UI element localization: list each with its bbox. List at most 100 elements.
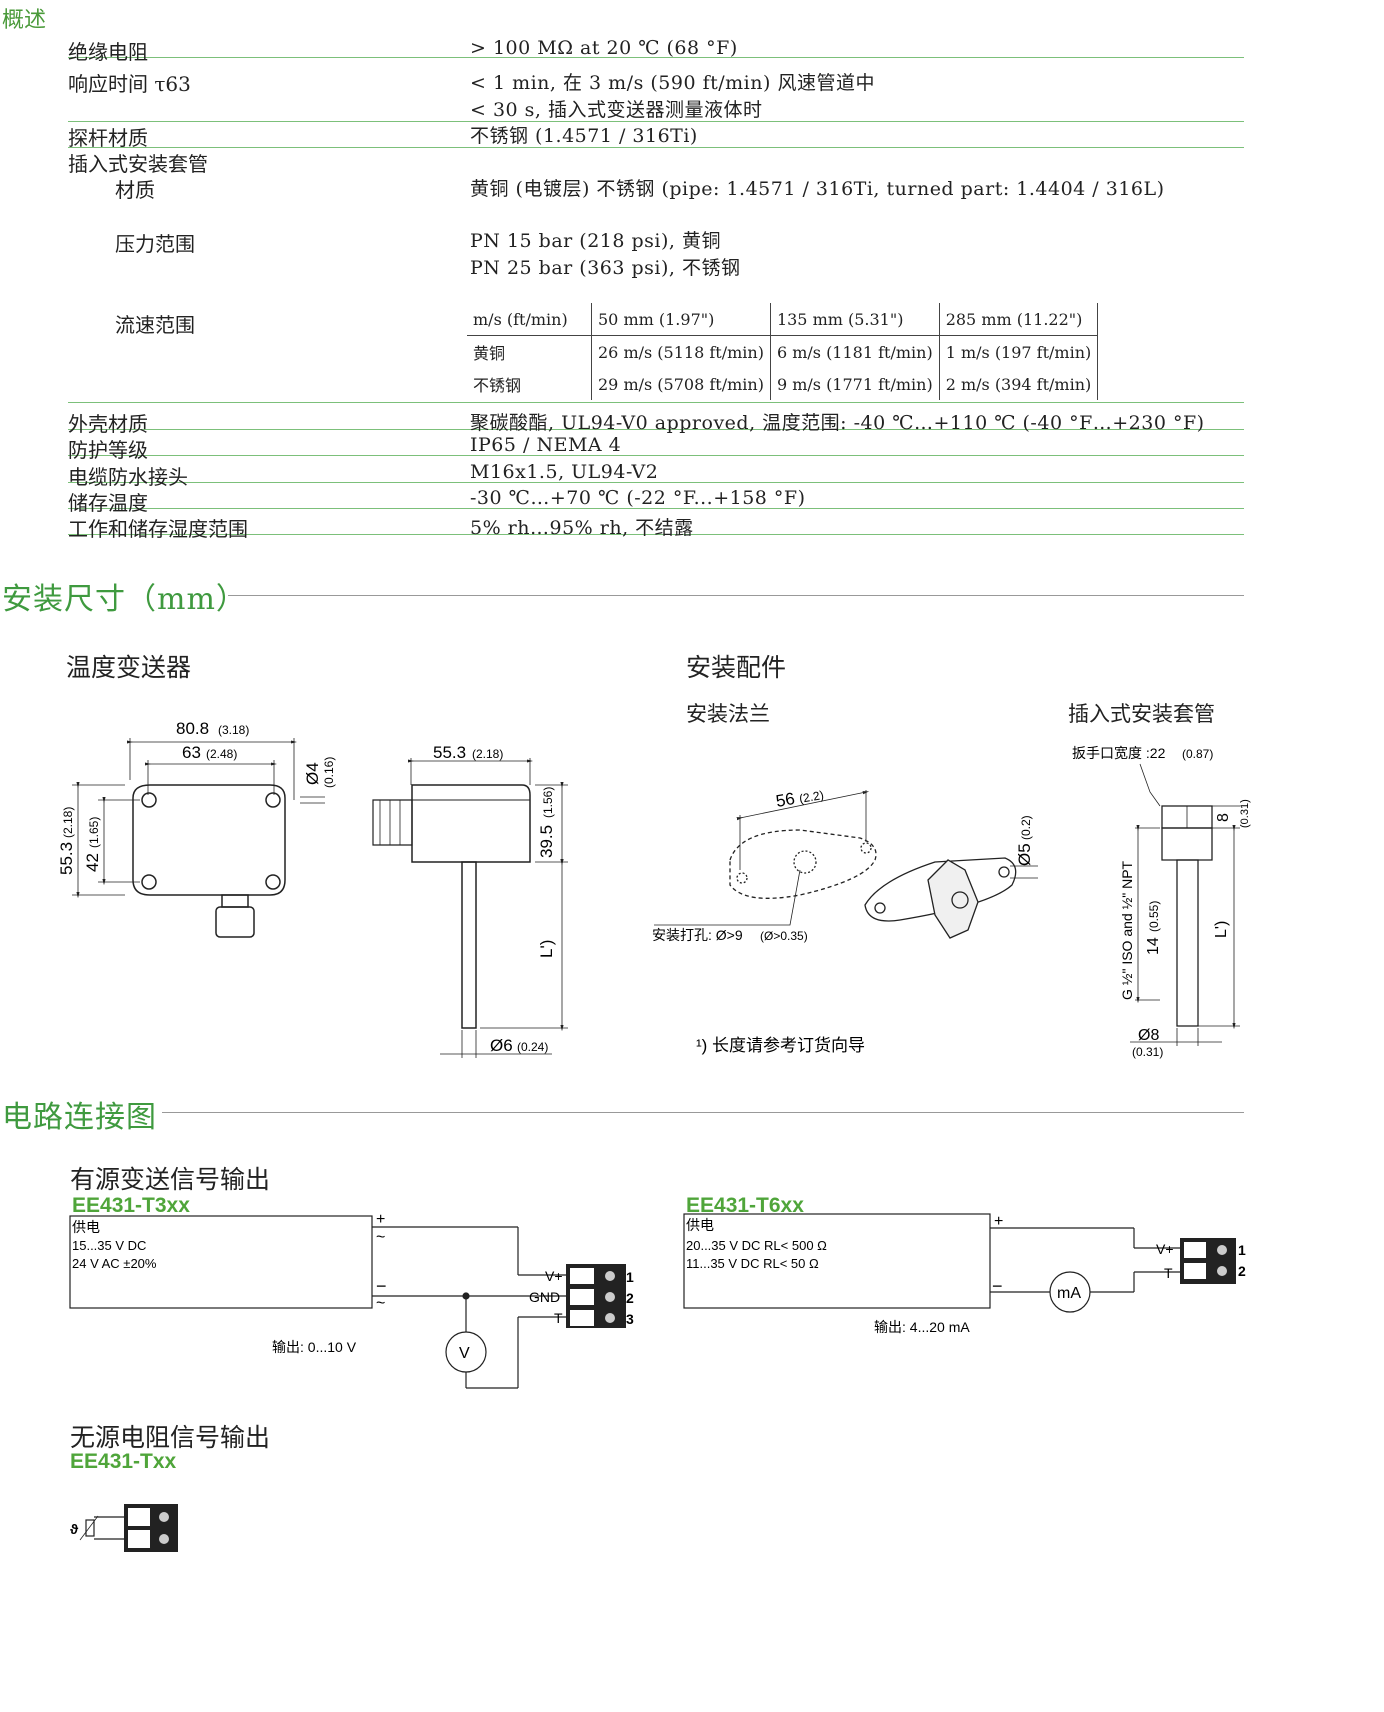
- label-material: 材质: [115, 178, 155, 202]
- dim-wrench: 扳手口宽度 :22: [1072, 745, 1166, 761]
- label-humidity: 工作和储存湿度范围: [68, 517, 248, 541]
- dim-width-holes: 63: [182, 743, 201, 762]
- section-title-dimensions: 安装尺寸（mm）: [2, 582, 247, 617]
- value-protection: IP65 / NEMA 4: [470, 434, 622, 456]
- dim-side-width-in: (2.18): [472, 747, 503, 761]
- dim-side-height: 39.5: [537, 825, 556, 858]
- t3-terminal-number: 3: [626, 1311, 634, 1327]
- subtitle-transmitter: 温度变送器: [66, 653, 192, 682]
- dim-drill-hole-in: (Ø>0.35): [760, 929, 808, 943]
- t3-tilde-bottom: ~: [376, 1295, 385, 1312]
- dim-sleeve-length: L'): [1213, 921, 1230, 938]
- row-divider: [68, 121, 1244, 122]
- wiring-diagrams: 供电 15...35 V DC 24 V AC ±20% + ~ − ~ 输出:…: [69, 1211, 1246, 1552]
- dim-side-width: 55.3: [433, 743, 466, 762]
- t6-terminal-block: [1180, 1238, 1236, 1284]
- dim-side-height-in: (1.56): [541, 787, 555, 818]
- model-t6: EE431-T6xx: [686, 1194, 804, 1217]
- flow-cell: 29 m/s (5708 ft/min): [591, 368, 771, 400]
- value-insulation: > 100 MΩ at 20 ℃ (68 °F): [470, 37, 738, 59]
- t6-supply-line-2: 11...35 V DC RL< 50 Ω: [686, 1256, 819, 1271]
- dim-width-outer-in: (3.18): [218, 723, 249, 737]
- t6-terminal-t: T: [1164, 1265, 1173, 1281]
- value-pressure-2: PN 25 bar (363 psi), 不锈钢: [470, 257, 741, 279]
- subtitle-accessories: 安装配件: [686, 653, 787, 682]
- t3-supply-line-2: 24 V AC ±20%: [72, 1256, 157, 1271]
- flow-cell: 6 m/s (1181 ft/min): [770, 335, 940, 368]
- flow-cell: 1 m/s (197 ft/min): [939, 335, 1099, 368]
- dimension-drawings: 80.8 (3.18) 63 (2.48) Ø4 (0.16) 55.3 (2.…: [57, 719, 1251, 1059]
- t6-output: 输出: 4...20 mA: [874, 1319, 970, 1335]
- dim-width-outer: 80.8: [176, 719, 209, 738]
- value-probe: 不锈钢 (1.4571 / 316Ti): [470, 125, 698, 147]
- dim-thread-length-in: (0.55): [1147, 901, 1161, 932]
- t3-minus: −: [376, 1276, 387, 1296]
- dim-probe-dia-in: (0.24): [517, 1040, 548, 1054]
- section-rule: [162, 1112, 1244, 1113]
- flow-cell: 9 m/s (1771 ft/min): [770, 368, 940, 400]
- row-divider: [68, 402, 1244, 403]
- dim-width-holes-in: (2.48): [206, 747, 237, 761]
- dim-drill-hole: 安装打孔: Ø>9: [652, 927, 743, 943]
- footnote-length: ¹) 长度请参考订货向导: [696, 1036, 865, 1055]
- label-pressure: 压力范围: [115, 232, 195, 256]
- t3-tilde-top: ~: [376, 1229, 385, 1246]
- row-divider: [68, 429, 1244, 430]
- row-divider: [68, 57, 1244, 58]
- subtitle-passive-output: 无源电阻信号输出: [70, 1423, 271, 1452]
- transmitter-side-view: [372, 758, 568, 1058]
- t3-supply-label: 供电: [72, 1219, 100, 1235]
- section-title-overview: 概述: [2, 8, 47, 33]
- dim-height-outer: 55.3: [57, 842, 76, 875]
- dim-height-holes-in: (1.65): [87, 817, 101, 848]
- t6-supply-box: [683, 1213, 1180, 1313]
- t6-terminal-vplus: V+: [1156, 1241, 1174, 1257]
- t6-terminal-number: 1: [1238, 1242, 1246, 1258]
- value-pressure-1: PN 15 bar (218 psi), 黄铜: [470, 230, 721, 252]
- dim-hole-dia-in: (0.16): [322, 757, 336, 788]
- label-response: 响应时间 τ63: [68, 72, 191, 96]
- dim-height-outer-in: (2.18): [61, 807, 75, 838]
- dim-hole-dia: Ø4: [303, 762, 322, 785]
- section-rule: [228, 595, 1244, 596]
- dim-height-holes: 42: [83, 853, 102, 872]
- dim-flange-hole-in: (0.2): [1019, 815, 1033, 840]
- dim-thread-length: 14: [1145, 937, 1162, 955]
- dim-sleeve-top: 8: [1215, 813, 1232, 822]
- t6-minus: −: [992, 1276, 1003, 1296]
- t6-meter-label: mA: [1057, 1285, 1081, 1302]
- t3-terminal-number: 1: [626, 1269, 634, 1285]
- label-storage: 储存温度: [68, 491, 148, 515]
- dim-flange-spacing-in: (2.2): [798, 788, 825, 806]
- dim-sleeve-top-in: (0.31): [1239, 799, 1251, 828]
- value-humidity: 5% rh…95% rh, 不结露: [470, 517, 694, 539]
- t3-supply-box: [69, 1215, 566, 1389]
- t6-terminal-number: 2: [1238, 1263, 1246, 1279]
- label-protection: 防护等级: [68, 438, 148, 462]
- flow-header-cell: m/s (ft/min): [467, 303, 592, 336]
- passive-terminal-block: [79, 1504, 178, 1552]
- t3-supply-line-1: 15...35 V DC: [72, 1238, 146, 1253]
- label-flow: 流速范围: [115, 313, 195, 337]
- subtitle-flange: 安装法兰: [686, 702, 770, 726]
- dim-thread: G ½" ISO and ½" NPT: [1119, 860, 1135, 1000]
- t6-supply-line-1: 20...35 V DC RL< 500 Ω: [686, 1238, 827, 1253]
- label-housing: 外壳材质: [68, 412, 148, 436]
- subtitle-active-output: 有源变送信号输出: [70, 1165, 271, 1194]
- t3-terminal-number: 2: [626, 1290, 634, 1306]
- t3-terminal-vplus: V+: [545, 1268, 563, 1284]
- model-passive: EE431-Txx: [70, 1450, 177, 1473]
- row-divider: [68, 455, 1244, 456]
- value-gland: M16x1.5, UL94-V2: [470, 461, 659, 483]
- thermistor-symbol: ϑ: [70, 1521, 79, 1537]
- dim-wrench-in: (0.87): [1182, 747, 1213, 761]
- value-material: 黄铜 (电镀层) 不锈钢 (pipe: 1.4571 / 316Ti, turn…: [470, 178, 1165, 200]
- dim-probe-length: L'): [537, 940, 556, 958]
- label-sleeve: 插入式安装套管: [68, 152, 208, 176]
- row-divider: [68, 508, 1244, 509]
- dim-flange-spacing: 56: [774, 789, 796, 811]
- flow-header-cell: 135 mm (5.31"): [770, 303, 940, 336]
- label-insulation: 绝缘电阻: [68, 40, 148, 64]
- dim-probe-dia: Ø6: [490, 1036, 513, 1055]
- t3-meter-label: V: [459, 1345, 470, 1362]
